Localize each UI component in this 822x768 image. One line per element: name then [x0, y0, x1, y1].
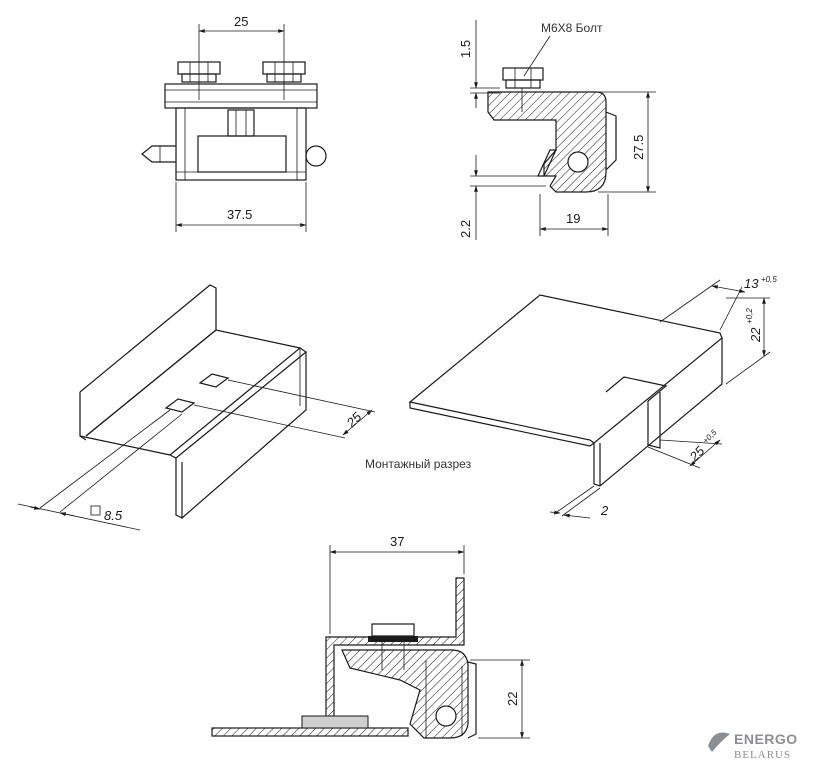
assembly-section: 37 22 — [211, 534, 530, 739]
iso-mounting-cut: 13 +0,5 22 +0,2 25 +0,5 2 — [408, 275, 777, 519]
dim-iso-25: 25 — [343, 409, 365, 431]
dim-cut-25: 25 — [686, 443, 708, 465]
dim-assembly-22: 22 — [505, 692, 520, 706]
dim-square-8-5: 8.5 — [104, 508, 123, 523]
dim-bottom-37-5: 37.5 — [227, 207, 252, 222]
square-symbol-icon — [90, 505, 101, 516]
dim-cut-22: 22 — [748, 327, 763, 343]
dim-27-5: 27.5 — [631, 135, 646, 160]
dim-cut-13: 13 — [744, 276, 759, 291]
section-view-clamp: M6X8 Болт 1.5 27.5 2.2 19 — [458, 20, 656, 240]
logo-sub: BELARUS — [734, 749, 791, 761]
dim-1-5: 1.5 — [458, 40, 473, 58]
dim-2-2: 2.2 — [458, 220, 473, 238]
dim-19: 19 — [566, 211, 580, 226]
dim-assembly-37: 37 — [390, 534, 404, 549]
dim-cut-22-tol: +0,2 — [745, 308, 754, 324]
dim-top-25: 25 — [234, 14, 248, 29]
bolt-label: M6X8 Болт — [541, 21, 603, 35]
insert-block — [301, 715, 369, 729]
dim-thickness-2: 2 — [600, 503, 609, 518]
mounting-cut-caption: Монтажный разрез — [365, 457, 472, 471]
leaf-logo-icon — [708, 732, 730, 752]
logo-name: ENERGO — [734, 731, 798, 747]
front-view-clamp: 25 37.5 — [141, 14, 327, 232]
energo-belarus-logo: ENERGO BELARUS — [708, 731, 798, 761]
iso-profile: 25 8.5 — [17, 284, 376, 531]
dim-cut-13-tol: +0,5 — [761, 275, 777, 284]
